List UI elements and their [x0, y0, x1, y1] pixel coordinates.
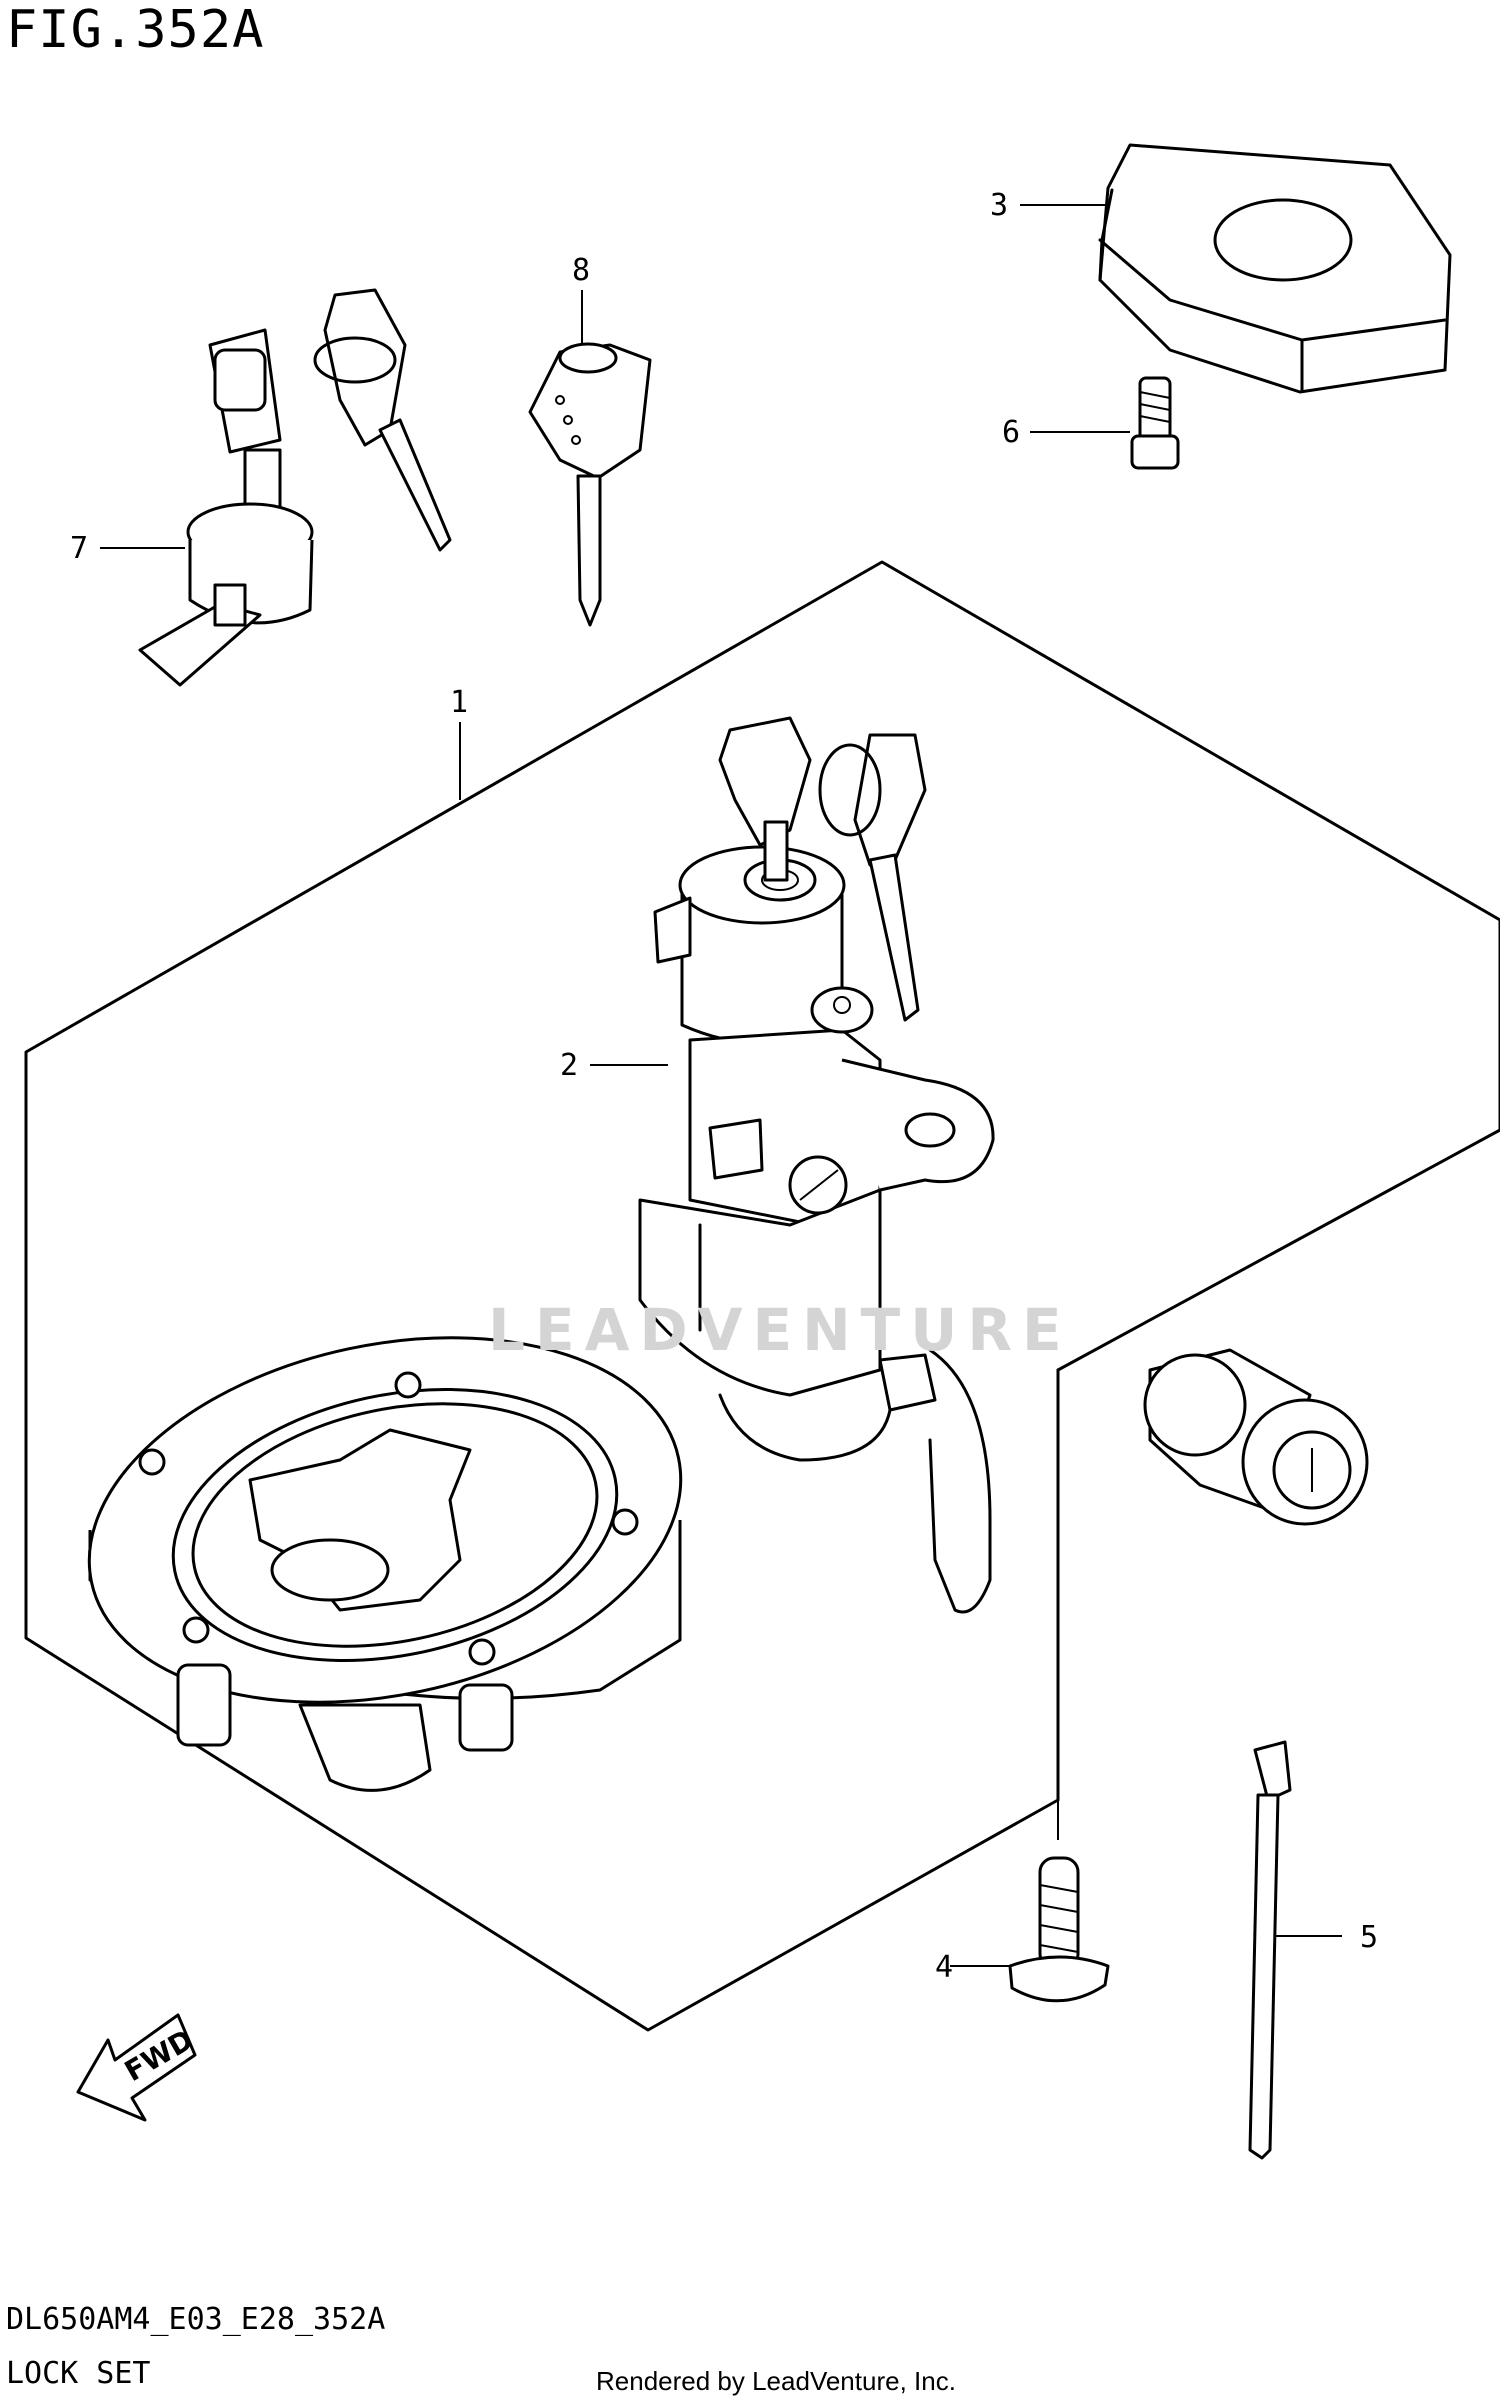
callout-5: 5	[1360, 1920, 1378, 1955]
figure-caption: LOCK SET	[6, 2356, 151, 2391]
callout-8: 8	[572, 253, 590, 288]
key-blank-icon	[528, 342, 652, 627]
figure-title: FIG.352A	[6, 0, 265, 60]
callout-7: 7	[70, 531, 88, 566]
lock-cylinder-icon	[1143, 1348, 1369, 1526]
cover-cap-icon	[1098, 143, 1452, 394]
callout-1: 1	[450, 685, 468, 720]
watermark: LEADVENTURE	[488, 1296, 1072, 1364]
callout-labels: 1 2 3 4 5 6 7 8	[70, 188, 1378, 1985]
callout-3: 3	[990, 188, 1008, 223]
fuel-cap-ring-icon	[87, 1336, 683, 1792]
callout-6: 6	[1002, 415, 1020, 450]
screw-icon	[1130, 376, 1180, 470]
fwd-arrow-icon: FWD	[76, 2013, 199, 2122]
ignition-switch-icon	[638, 716, 995, 1614]
bolt-icon	[1008, 1856, 1110, 2003]
callout-4: 4	[935, 1950, 953, 1985]
leader-lines	[100, 204, 1342, 1967]
assembly-outline	[24, 560, 1500, 2032]
model-code: DL650AM4_E03_E28_352A	[6, 2302, 386, 2337]
callout-2: 2	[560, 1048, 578, 1083]
cable-tie-icon	[1248, 1740, 1292, 2160]
seat-lock-icon	[138, 288, 452, 687]
render-credit: Rendered by LeadVenture, Inc.	[596, 2366, 956, 2396]
